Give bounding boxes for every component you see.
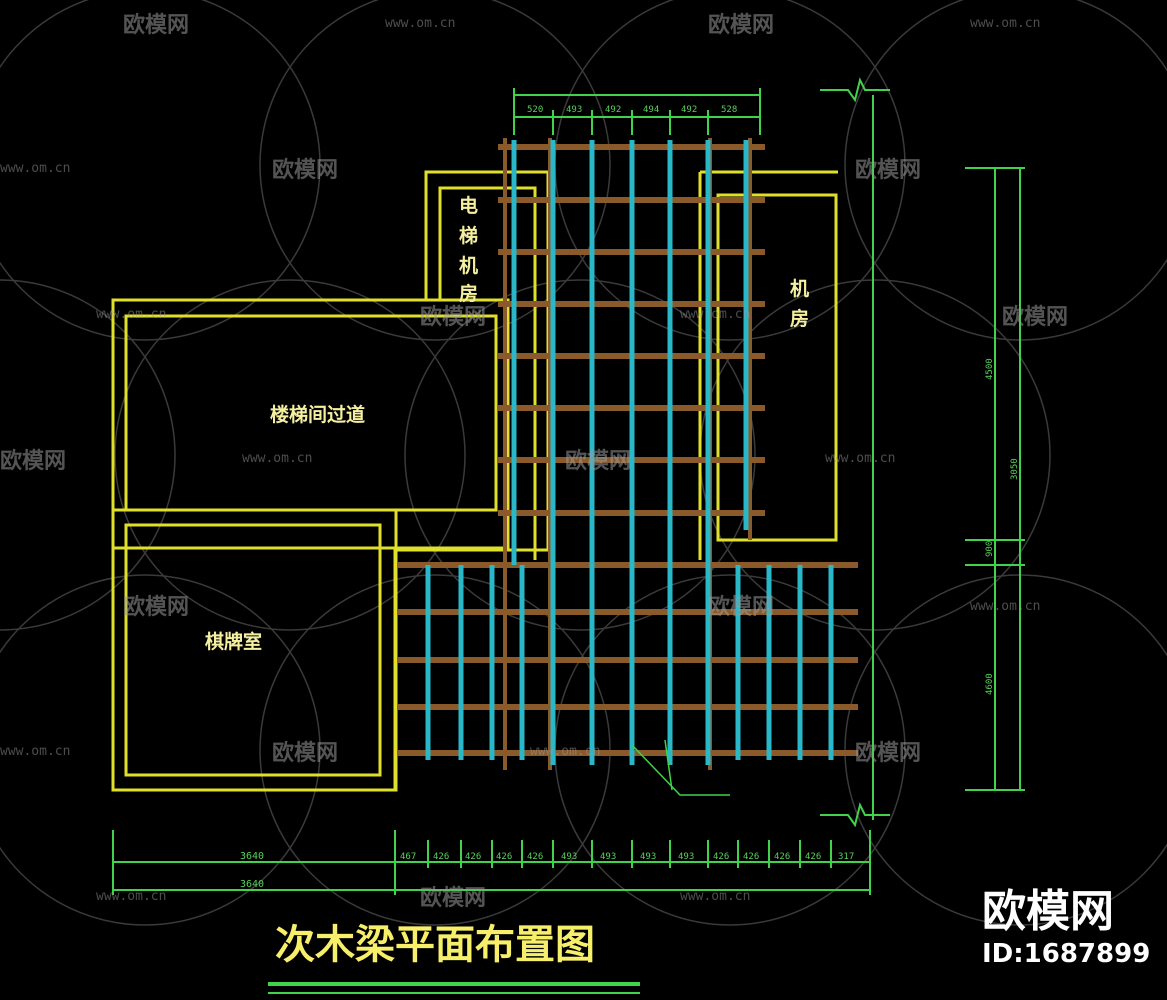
stair-corridor-label: 楼梯间过道 [270,403,365,426]
svg-text:3640: 3640 [240,851,264,862]
chess-room-label: 棋牌室 [205,630,262,653]
svg-text:493: 493 [561,852,577,862]
brand-logo-text: 欧模网 [982,886,1114,937]
svg-text:426: 426 [774,852,790,862]
svg-text:493: 493 [566,105,582,115]
svg-text:www.om.cn: www.om.cn [385,16,455,31]
svg-text:www.om.cn: www.om.cn [970,599,1040,614]
dim-labels-top: 520 493 492 494 492 528 [527,105,737,115]
svg-text:493: 493 [600,852,616,862]
svg-text:www.om.cn: www.om.cn [0,744,70,759]
svg-text:426: 426 [713,852,729,862]
svg-text:欧模网: 欧模网 [123,594,189,620]
svg-text:317: 317 [838,852,854,862]
dimension-ticks-bottom [427,840,832,868]
svg-text:www.om.cn: www.om.cn [96,889,166,904]
svg-text:493: 493 [640,852,656,862]
svg-text:900: 900 [985,541,995,557]
secondary-beams [425,140,834,765]
elevator-room-char-4: 房 [459,282,478,305]
dim-labels-right: 4500 3050 900 4600 [985,358,1020,695]
svg-text:www.om.cn: www.om.cn [0,161,70,176]
machine-room-char-2: 房 [790,307,809,330]
svg-text:426: 426 [496,852,512,862]
svg-text:426: 426 [805,852,821,862]
svg-text:4500: 4500 [985,358,995,380]
svg-text:467: 467 [400,852,416,862]
svg-text:492: 492 [605,105,621,115]
svg-text:www.om.cn: www.om.cn [970,16,1040,31]
svg-text:欧模网: 欧模网 [272,157,338,183]
svg-text:欧模网: 欧模网 [708,12,774,38]
svg-text:4600: 4600 [985,673,995,695]
svg-text:欧模网: 欧模网 [565,448,631,474]
svg-text:欧模网: 欧模网 [420,304,486,330]
svg-text:欧模网: 欧模网 [272,740,338,766]
drawing-title: 次木梁平面布置图 [275,922,595,968]
svg-text:www.om.cn: www.om.cn [680,307,750,322]
svg-text:欧模网: 欧模网 [708,594,774,620]
svg-text:426: 426 [743,852,759,862]
svg-text:欧模网: 欧模网 [123,12,189,38]
dim-labels-bottom: 467 426 426 426 426 493 493 493 493 426 … [240,851,854,890]
svg-text:426: 426 [527,852,543,862]
svg-text:www.om.cn: www.om.cn [242,451,312,466]
svg-text:欧模网: 欧模网 [0,448,66,474]
svg-text:528: 528 [721,105,737,115]
svg-text:欧模网: 欧模网 [1002,304,1068,330]
svg-text:www.om.cn: www.om.cn [825,451,895,466]
svg-text:www.om.cn: www.om.cn [530,744,600,759]
elevator-room-char-2: 梯 [459,224,478,247]
svg-text:www.om.cn: www.om.cn [680,889,750,904]
svg-text:493: 493 [678,852,694,862]
svg-text:426: 426 [465,852,481,862]
room-labels: 电 梯 机 房 机 房 楼梯间过道 棋牌室 [205,194,809,653]
svg-text:欧模网: 欧模网 [420,885,486,911]
image-id-text: ID:1687899 [982,939,1150,969]
elevator-room-char-1: 电 [459,194,478,217]
elevator-room-char-3: 机 [459,255,478,277]
svg-text:3050: 3050 [1010,458,1020,480]
svg-text:494: 494 [643,105,659,115]
svg-text:426: 426 [433,852,449,862]
watermarks: 欧模网 欧模网 欧模网 欧模网 欧模网 欧模网 欧模网 欧模网 欧模网 欧模网 … [0,12,1068,911]
title-underline [268,982,640,986]
svg-text:3640: 3640 [240,879,264,890]
svg-text:520: 520 [527,105,543,115]
leader-line [631,739,730,796]
svg-text:欧模网: 欧模网 [855,157,921,183]
svg-text:欧模网: 欧模网 [855,740,921,766]
machine-room-char-1: 机 [790,278,809,300]
title-underline-thin [268,992,640,994]
svg-text:492: 492 [681,105,697,115]
svg-text:www.om.cn: www.om.cn [96,307,166,322]
